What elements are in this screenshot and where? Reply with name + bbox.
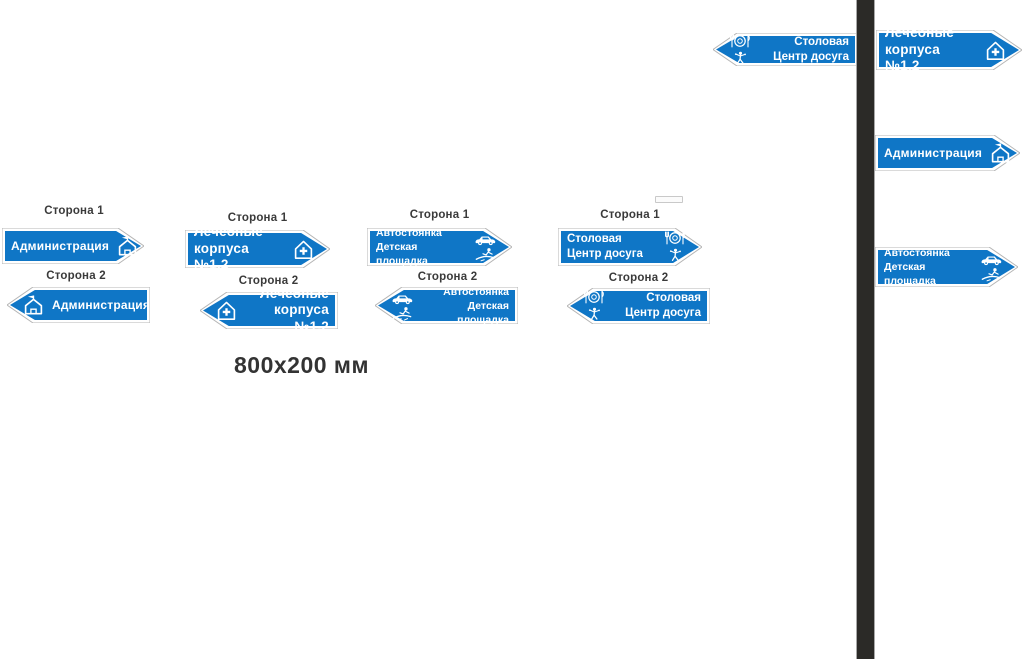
leisure-icon <box>732 50 749 67</box>
dining-icon <box>662 230 688 246</box>
sign-pole <box>856 0 875 659</box>
sign-line: Администрация <box>11 239 110 253</box>
admin-building-icon <box>115 234 140 259</box>
sign-line: Администрация <box>52 298 151 312</box>
side-label: Сторона 2 <box>417 271 478 283</box>
side-label: Сторона 1 <box>600 209 660 221</box>
sign-line: Автостоянка <box>376 227 442 239</box>
sign-parking-side1: Автостоянка Детская площадка <box>367 226 512 268</box>
sign-line: корпуса №1,2 <box>885 41 940 74</box>
sign-line: Лечебные <box>885 25 954 41</box>
sign-administration-side1: Администрация <box>2 228 144 264</box>
side-label: Сторона 1 <box>227 212 288 224</box>
sign-text: Столовая Центр досуга <box>567 232 656 262</box>
pole-sign-administration-right: Администрация <box>875 135 1020 171</box>
pole-sign-parking-right: Автостоянка Детская площадка <box>875 247 1018 287</box>
sign-line: Центр досуга <box>567 248 643 260</box>
playground-icon <box>473 247 497 262</box>
sign-administration-side2: Администрация <box>7 287 150 323</box>
side-label: Сторона 2 <box>608 272 669 284</box>
sign-dining-side2: Столовая Центр досуга <box>567 288 710 324</box>
sign-medical-side1: Лечебные корпуса №1,2 <box>185 224 330 272</box>
medical-building-icon <box>214 298 239 323</box>
sign-text: Администрация <box>52 298 150 312</box>
sign-line: Столовая <box>567 233 622 245</box>
side-label: Сторона 2 <box>46 270 106 282</box>
sign-text: Лечебные корпуса №1,2 <box>194 224 285 274</box>
admin-building-icon <box>988 141 1013 166</box>
medical-building-icon <box>291 237 316 262</box>
playground-icon <box>390 306 414 321</box>
sign-text: Столовая Центр досуга <box>613 291 701 321</box>
sign-line: Автостоянка <box>884 247 950 259</box>
car-icon <box>389 291 415 305</box>
sign-text: Столовая Центр досуга <box>759 35 849 65</box>
side-label: Сторона 2 <box>238 275 299 287</box>
sign-line: Администрация <box>884 146 983 160</box>
sign-line: Детская площадка <box>884 261 936 287</box>
sign-text: Автостоянка Детская площадка <box>884 246 972 288</box>
dining-icon <box>727 33 753 49</box>
dining-icon <box>581 289 607 305</box>
sign-line: Столовая <box>794 35 849 48</box>
car-icon <box>472 232 498 246</box>
sign-text: Автостоянка Детская площадка <box>421 285 509 327</box>
sign-line: Детская площадка <box>376 241 428 267</box>
sign-line: Лечебные <box>194 224 263 240</box>
sign-medical-side2: Лечебные корпуса №1,2 <box>200 286 338 334</box>
sign-line: Столовая <box>646 292 701 304</box>
sign-parking-side2: Автостоянка Детская площадка <box>375 285 518 327</box>
sign-line: Автостоянка <box>443 285 509 298</box>
sign-text: Лечебные корпуса №1,2 <box>245 286 329 336</box>
medical-building-icon <box>983 38 1008 63</box>
sign-text: Администрация <box>11 239 109 253</box>
small-marker <box>655 196 683 203</box>
pole-sign-dining-left: Столовая Центр досуга <box>713 33 858 66</box>
sign-line: корпуса №1,2 <box>274 302 329 334</box>
sign-text: Лечебные корпуса №1,2 <box>885 25 977 75</box>
sign-dining-side1: Столовая Центр досуга <box>558 228 702 266</box>
playground-icon <box>979 267 1003 282</box>
dimension-label: 800x200 мм <box>234 352 369 378</box>
sign-line: Детская площадка <box>457 299 509 326</box>
leisure-icon <box>667 247 684 264</box>
pole-sign-medical-right: Лечебные корпуса №1,2 <box>876 25 1022 73</box>
sign-text: Автостоянка Детская площадка <box>376 226 466 268</box>
admin-building-icon <box>21 293 46 318</box>
sign-line: Центр досуга <box>773 50 849 63</box>
sign-text: Администрация <box>884 146 982 160</box>
sign-line: Лечебные <box>260 285 329 301</box>
leisure-icon <box>586 306 603 323</box>
car-icon <box>978 252 1004 266</box>
sign-line: корпуса №1,2 <box>194 240 249 273</box>
side-label: Сторона 1 <box>409 209 470 221</box>
sign-line: Центр досуга <box>625 307 701 319</box>
side-label: Сторона 1 <box>44 205 104 217</box>
